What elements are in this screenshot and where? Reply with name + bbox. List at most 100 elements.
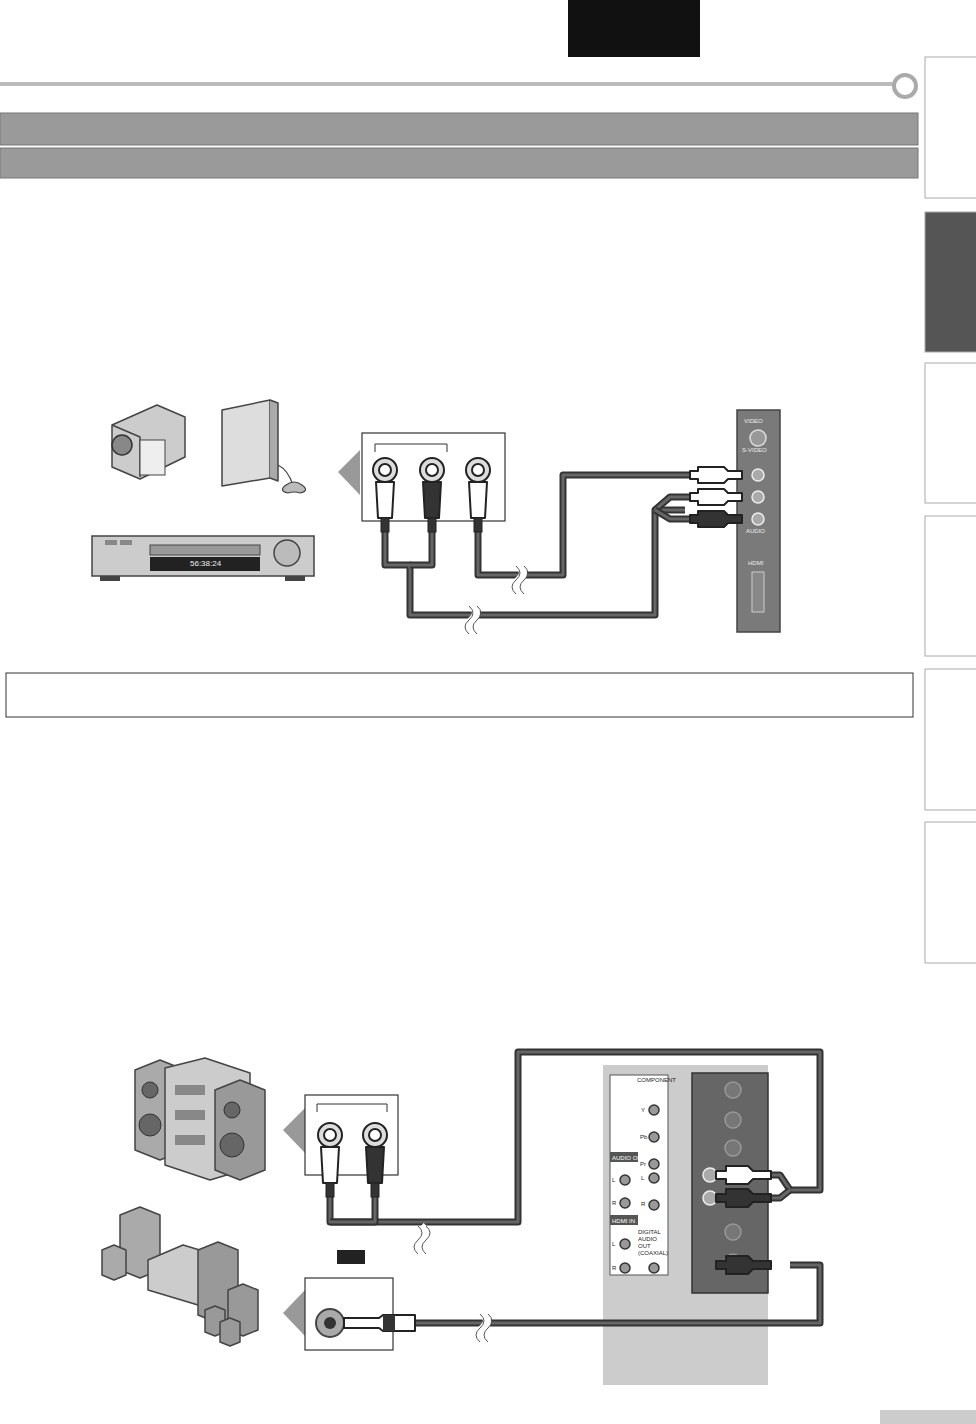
camcorder-screen	[140, 440, 165, 475]
bracket	[317, 1104, 387, 1112]
stereo-panel	[175, 1110, 205, 1120]
vcr-display	[150, 557, 260, 571]
vcr-button	[120, 540, 132, 545]
rca-plug-pin	[379, 464, 391, 476]
rca-plug-side	[690, 511, 742, 527]
break-mark	[422, 1226, 430, 1254]
panel-jack	[649, 1105, 659, 1115]
rca-plug-face	[420, 458, 444, 482]
side-tab	[925, 363, 976, 503]
rca-plug	[423, 482, 441, 518]
cable	[385, 510, 685, 615]
port-label: R	[612, 1200, 616, 1207]
rca-plug	[469, 482, 487, 518]
coax-jack	[324, 1317, 336, 1329]
port-label: Y	[641, 1107, 645, 1114]
s-video-jack	[750, 430, 766, 446]
marker-block	[337, 1250, 365, 1264]
bracket	[375, 444, 447, 452]
rca-plug	[321, 1147, 339, 1183]
coax-jack	[316, 1309, 344, 1337]
tv-rear-panel	[603, 1065, 768, 1385]
cable	[655, 497, 690, 510]
cable	[770, 1190, 790, 1198]
panel-jack	[620, 1263, 630, 1273]
port-label: HDMI	[748, 560, 763, 567]
heading-band	[0, 113, 918, 145]
jack-panel	[305, 1278, 393, 1350]
panel-jack	[649, 1173, 659, 1183]
plug-boot	[474, 518, 482, 532]
rca-plug-side	[716, 1256, 771, 1274]
rca-plug-pin	[369, 1129, 381, 1141]
rca-plug-side	[716, 1189, 771, 1207]
coax-plug	[344, 1315, 415, 1331]
port-label: L	[612, 1177, 615, 1184]
audio-jack	[752, 513, 764, 525]
port-label: AUDIO OUT	[612, 1155, 645, 1162]
cable	[385, 510, 685, 615]
speaker-cone	[139, 1114, 161, 1136]
pointer-triangle	[338, 450, 360, 495]
port-label: R	[612, 1265, 616, 1272]
cable	[410, 530, 432, 565]
rca-plug-face	[373, 458, 397, 482]
side-tab	[925, 669, 976, 810]
panel-jack	[725, 1112, 741, 1128]
rca-plug-face	[363, 1123, 387, 1147]
controller	[282, 482, 305, 493]
jack-panel	[362, 433, 505, 521]
rca-plug-pin	[472, 464, 484, 476]
rca-plug-side	[690, 489, 742, 505]
coax-plug	[383, 1315, 395, 1331]
panel-jack	[725, 1082, 741, 1098]
side-tab	[925, 212, 976, 352]
rca-plug-pin	[426, 464, 438, 476]
port-label: AUDIO	[746, 528, 765, 535]
port-label: DIGITAL AUDIO OUT (COAXIAL)	[638, 1229, 668, 1257]
game-console	[270, 400, 278, 481]
speaker-cone	[142, 1082, 158, 1098]
label-ground	[610, 1215, 638, 1225]
port-label: COMPONENT	[637, 1077, 676, 1084]
break-mark	[512, 566, 520, 594]
game-console	[222, 400, 270, 486]
cable	[655, 510, 690, 519]
tv-side-panel	[737, 410, 780, 632]
header-block	[568, 0, 700, 57]
port-label: Pb	[640, 1134, 647, 1141]
cable	[410, 530, 432, 565]
break-mark	[484, 1314, 492, 1342]
panel-jack	[620, 1198, 630, 1208]
cable	[655, 497, 690, 510]
plug-boot	[428, 518, 436, 532]
break-mark	[520, 566, 528, 594]
plug-boot	[371, 1183, 379, 1197]
port-label: R	[641, 1201, 645, 1208]
port-label: 56:38:24	[190, 560, 221, 567]
rca-plug-face	[466, 458, 490, 482]
cable	[330, 1052, 820, 1222]
break-mark	[473, 606, 481, 634]
port-label: S-VIDEO	[742, 447, 767, 454]
panel-jack	[649, 1263, 659, 1273]
rca-plug	[366, 1147, 384, 1183]
panel-jack	[649, 1159, 659, 1169]
camcorder-lens	[112, 435, 132, 455]
audio-out-jack	[703, 1168, 717, 1182]
port-label: L	[641, 1175, 644, 1182]
vcr-foot	[285, 576, 305, 581]
side-tab	[925, 516, 976, 656]
speaker-cone	[220, 1133, 244, 1157]
speaker	[215, 1080, 265, 1180]
video-jack	[752, 469, 764, 481]
vcr-dial	[274, 540, 300, 566]
rule-line	[0, 82, 893, 86]
plug-boot	[381, 518, 389, 532]
rule-end	[894, 75, 916, 97]
cable	[415, 1265, 820, 1323]
vcr-button	[105, 540, 117, 545]
break-mark	[476, 1314, 484, 1342]
port-label: Pr	[640, 1161, 646, 1168]
